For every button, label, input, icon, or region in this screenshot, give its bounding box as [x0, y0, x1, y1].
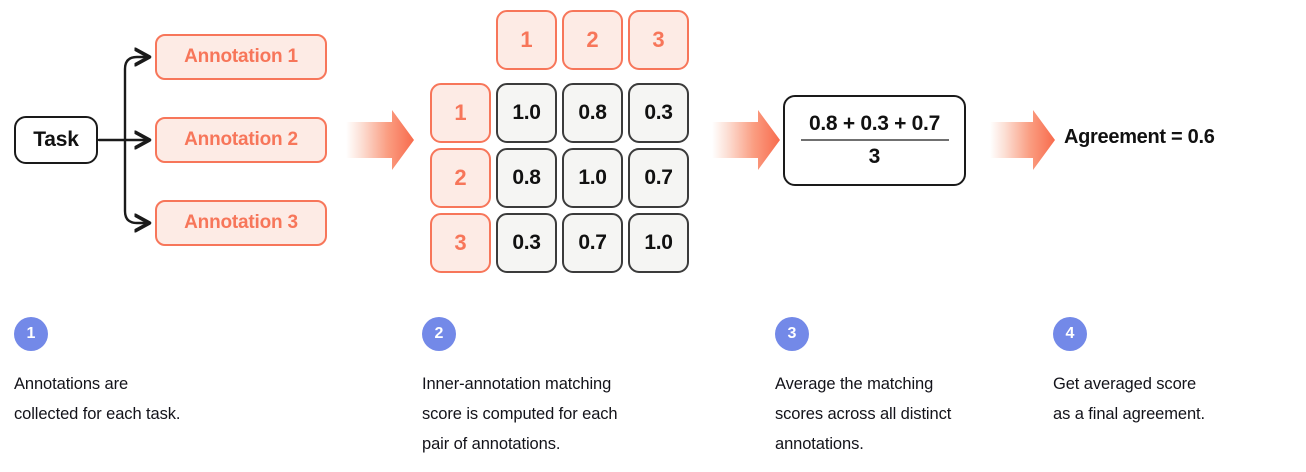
matrix-header-row: 1 2 3 — [496, 10, 689, 70]
fraction-numerator: 0.8 + 0.3 + 0.7 — [809, 112, 940, 135]
step-3: 3 Average the matching scores across all… — [775, 317, 951, 459]
step-1-badge: 1 — [14, 317, 48, 351]
annotation-box-3-label: Annotation 3 — [184, 212, 298, 233]
average-formula-box: 0.8 + 0.3 + 0.7 3 — [783, 95, 966, 186]
matrix-cell-1-3: 0.3 — [628, 83, 689, 143]
matrix-row-1: 1 1.0 0.8 0.3 — [430, 83, 689, 143]
matrix-row-header-2: 2 — [430, 148, 491, 208]
step-4-badge: 4 — [1053, 317, 1087, 351]
matrix-cell-2-2: 1.0 — [562, 148, 623, 208]
matrix-col-header-2: 2 — [562, 10, 623, 70]
step-4: 4 Get averaged score as a final agreemen… — [1053, 317, 1205, 429]
step-2-badge: 2 — [422, 317, 456, 351]
arrow-1-icon — [346, 110, 414, 170]
matrix-cell-2-1: 0.8 — [496, 148, 557, 208]
matrix-row-3: 3 0.3 0.7 1.0 — [430, 213, 689, 273]
matrix-row-header-3: 3 — [430, 213, 491, 273]
arrow-3-icon — [990, 110, 1055, 170]
step-1: 1 Annotations are collected for each tas… — [14, 317, 180, 429]
annotation-box-2-label: Annotation 2 — [184, 129, 298, 150]
task-box: Task — [14, 116, 98, 164]
step-1-text: Annotations are collected for each task. — [14, 375, 181, 423]
matrix-row-header-1: 1 — [430, 83, 491, 143]
agreement-matrix: 1 2 3 1 1.0 0.8 0.3 2 0.8 1.0 0.7 3 0.3 … — [430, 10, 689, 273]
annotation-box-3: Annotation 3 — [155, 200, 327, 246]
annotation-box-1: Annotation 1 — [155, 34, 327, 80]
arrow-2-icon — [712, 110, 780, 170]
annotation-box-2: Annotation 2 — [155, 117, 327, 163]
matrix-row-2: 2 0.8 1.0 0.7 — [430, 148, 689, 208]
matrix-col-header-3: 3 — [628, 10, 689, 70]
step-2-text: Inner-annotation matching score is compu… — [422, 375, 618, 453]
matrix-col-header-1: 1 — [496, 10, 557, 70]
matrix-cell-1-1: 1.0 — [496, 83, 557, 143]
step-2: 2 Inner-annotation matching score is com… — [422, 317, 618, 459]
step-3-badge: 3 — [775, 317, 809, 351]
fraction-denominator: 3 — [868, 145, 881, 168]
annotation-box-1-label: Annotation 1 — [184, 46, 298, 67]
matrix-cell-3-3: 1.0 — [628, 213, 689, 273]
step-4-text: Get averaged score as a final agreement. — [1053, 375, 1205, 423]
fraction: 0.8 + 0.3 + 0.7 3 — [800, 112, 949, 169]
matrix-cell-3-2: 0.7 — [562, 213, 623, 273]
agreement-result-text: Agreement = 0.6 — [1064, 126, 1215, 148]
fraction-bar — [800, 139, 949, 141]
matrix-cell-3-1: 0.3 — [496, 213, 557, 273]
matrix-cell-2-3: 0.7 — [628, 148, 689, 208]
task-box-label: Task — [33, 128, 79, 151]
matrix-cell-1-2: 0.8 — [562, 83, 623, 143]
step-3-text: Average the matching scores across all d… — [775, 375, 952, 453]
